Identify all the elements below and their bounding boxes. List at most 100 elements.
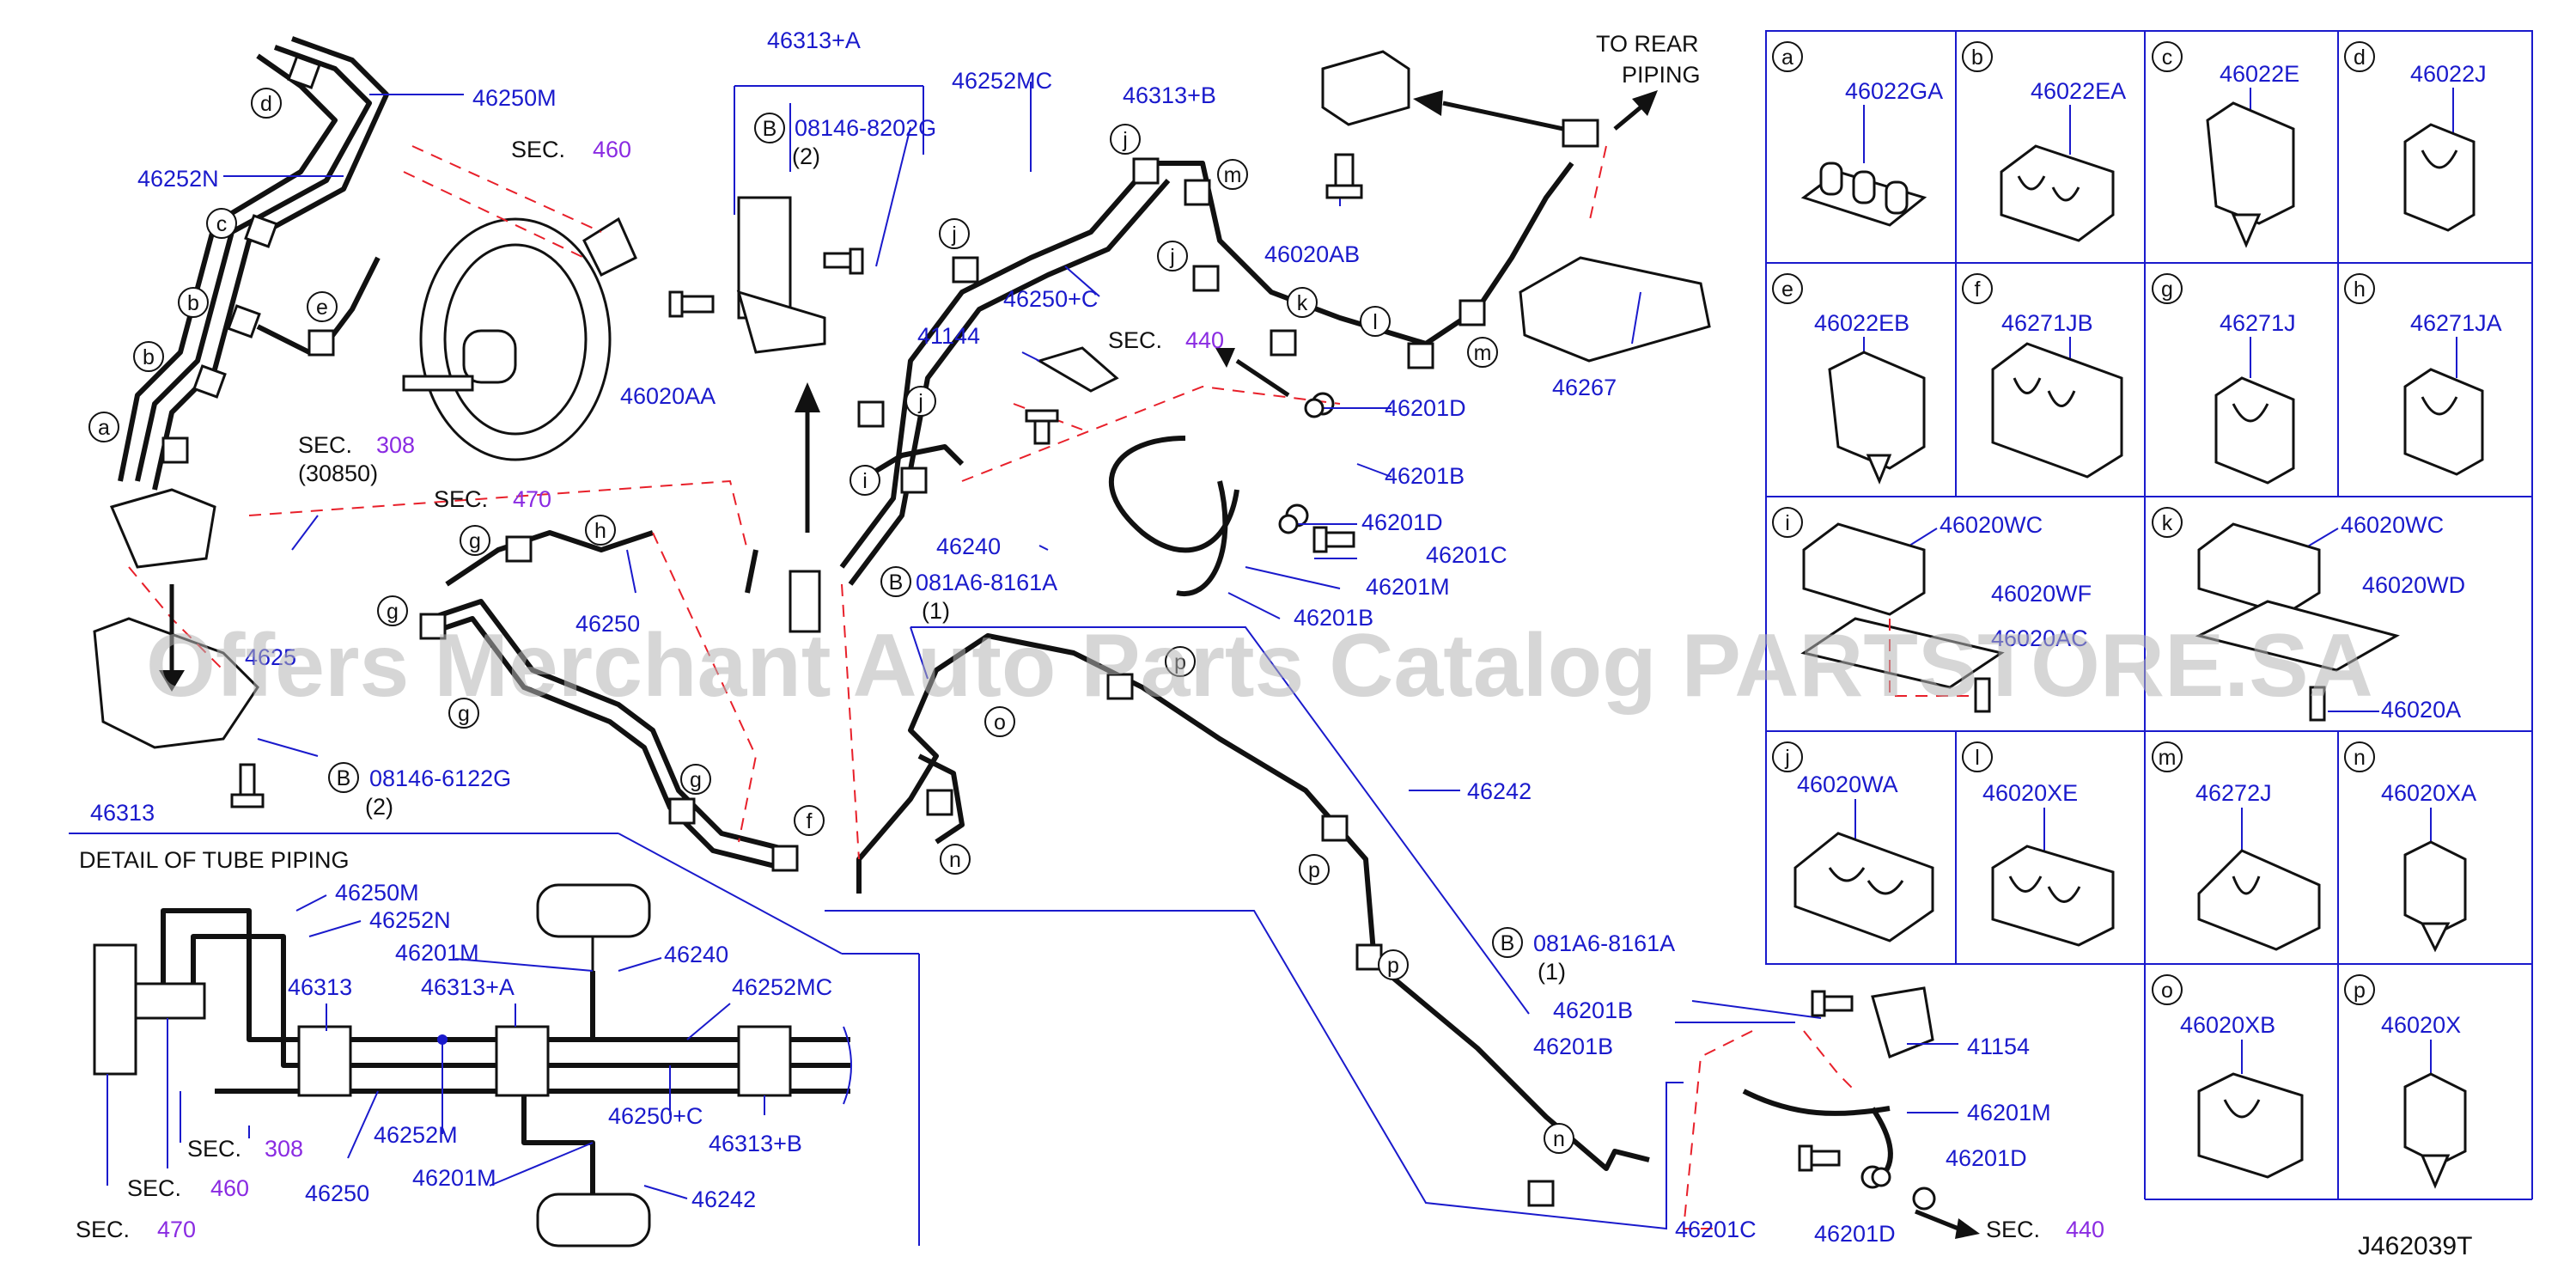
clip-cell-a: a 46022GA (1772, 41, 1943, 227)
clip-cell-m: m 46272J (2152, 741, 2321, 951)
hidden-lines (128, 145, 1856, 1229)
clip-part-46020XA: 46020XA (2381, 780, 2476, 806)
clip-letter-f: f (1975, 278, 1981, 302)
diagram-text: p (1174, 650, 1186, 674)
tube-clips (161, 55, 1555, 1207)
diagram-text: SEC. (511, 137, 565, 162)
label-46250C: 46250+C (1003, 286, 1098, 312)
diagram-text: j (951, 223, 957, 247)
diagram-text: a (98, 416, 110, 440)
clip-part-46020WC-i: 46020WC (1940, 512, 2043, 538)
leader-lines (223, 82, 1958, 1113)
reference-lines (69, 85, 1684, 1246)
diagram-text: p (1308, 858, 1320, 882)
label-46250: 46250 (575, 611, 640, 637)
clip-letter-k: k (2162, 511, 2173, 535)
label-46250M: 46250M (472, 85, 557, 111)
label-46252MC: 46252MC (952, 68, 1052, 94)
clip-cell-b: b 46022EA (1962, 41, 2126, 242)
label-46313A: 46313+A (767, 27, 861, 53)
detail-label-46313: 46313 (288, 974, 352, 1000)
diagram-text: (2) (365, 794, 393, 820)
clip-part-46022EA: 46022EA (2031, 78, 2126, 104)
clip-part-46020XB: 46020XB (2180, 1012, 2275, 1038)
diagram-text: B (1501, 931, 1515, 955)
clip-cell-c: c 46022E (2152, 41, 2299, 248)
diagram-text: B (889, 570, 904, 595)
detail-label-46201M-2: 46201M (412, 1165, 496, 1191)
diagram-text: d (260, 92, 272, 116)
clip-cell-o: o 46020XB (2152, 974, 2304, 1179)
diagram-text: b (187, 291, 199, 315)
detail-label-46252MC: 46252MC (732, 974, 832, 1000)
bolts (230, 153, 1891, 1187)
clip-cell-l: l 46020XE (1962, 741, 2115, 947)
label-46020AA: 46020AA (620, 383, 716, 409)
clip-letter-e: e (1781, 278, 1793, 302)
sec-440-ref-top: 440 (1185, 327, 1224, 353)
clip-letter-a: a (1781, 46, 1793, 70)
diagram-text: g (458, 702, 470, 726)
diagram-text: B (763, 117, 777, 141)
label-46201M-1: 46201M (1366, 574, 1450, 600)
detail-sec-308: 308 (265, 1136, 303, 1162)
label-46201D-1: 46201D (1385, 395, 1466, 421)
clip-letter-j: j (1784, 746, 1790, 770)
clip-cell-f: f 46271JB (1962, 273, 2123, 479)
clip-part-46271JA: 46271JA (2410, 310, 2502, 336)
label-46020AB: 46020AB (1264, 241, 1360, 267)
diagram-code: J462039T (2358, 1232, 2472, 1260)
brake-booster (402, 217, 637, 461)
clip-part-46020AC: 46020AC (1991, 625, 2088, 651)
clip-letter-b: b (1971, 46, 1983, 70)
detail-label-46250: 46250 (305, 1180, 369, 1206)
clip-letter-i: i (1785, 511, 1790, 535)
diagram-text: m (1474, 341, 1492, 365)
diagram-text: SEC. (76, 1217, 130, 1242)
diagram-text: n (949, 848, 961, 872)
clip-part-46020WD: 46020WD (2362, 572, 2465, 598)
label-41144: 41144 (917, 323, 980, 349)
diagram-text: SEC. (127, 1175, 181, 1201)
label-46242: 46242 (1467, 778, 1532, 804)
diagram-text: f (807, 809, 813, 833)
clip-cell-n: n 46020XA (2344, 741, 2476, 953)
clip-letter-d: d (2354, 46, 2366, 70)
clip-part-46020WC-k: 46020WC (2341, 512, 2444, 538)
clip-letter-m: m (2159, 746, 2177, 770)
diagram-text: n (1553, 1127, 1565, 1151)
diagram-text: g (469, 529, 481, 553)
label-46201M-2: 46201M (1967, 1100, 2051, 1126)
clip-table (1765, 30, 2533, 1200)
rear-piping-note-2: PIPING (1622, 62, 1701, 88)
label-46313: 46313 (90, 800, 155, 826)
brake-tubes (118, 36, 1650, 1171)
clip-letter-c: c (2162, 46, 2173, 70)
clip-letter-o: o (2161, 979, 2173, 1003)
diagram-text: g (387, 600, 399, 624)
diagram-letters: d c b b a e g h g g g f j j i j m j k l … (88, 88, 1574, 1154)
diagram-text: m (1224, 163, 1242, 187)
label-46201B-2: 46201B (1294, 605, 1373, 631)
label-bolt-081A6-8161A-1: 081A6-8161A (916, 570, 1057, 595)
detail-label-46250M: 46250M (335, 880, 419, 906)
brake-hoses (1108, 392, 1936, 1211)
detail-sec-470: 470 (157, 1217, 196, 1242)
clip-cell-d: d 46022J (2344, 41, 2487, 232)
diagram-text: (2) (792, 143, 820, 169)
label-46201D-4: 46201D (1814, 1221, 1896, 1247)
diagram-text: i (862, 469, 868, 493)
sec-308-sub: (30850) (298, 461, 378, 486)
diagram-text: SEC. (434, 486, 488, 512)
label-46240: 46240 (936, 534, 1001, 559)
diagram-text: o (994, 711, 1006, 735)
label-46201D-3: 46201D (1946, 1145, 2027, 1171)
label-46201C-2: 46201C (1675, 1217, 1757, 1242)
clip-cell-i: i 46020WC 46020WF 46020AC (1772, 507, 2092, 713)
label-bolt-08146-6122G: 08146-6122G (369, 766, 511, 791)
diagram-text: h (594, 519, 606, 543)
diagram-text: c (216, 212, 228, 236)
detail-label-46252M: 46252M (374, 1122, 458, 1148)
diagram-text: k (1297, 291, 1308, 315)
